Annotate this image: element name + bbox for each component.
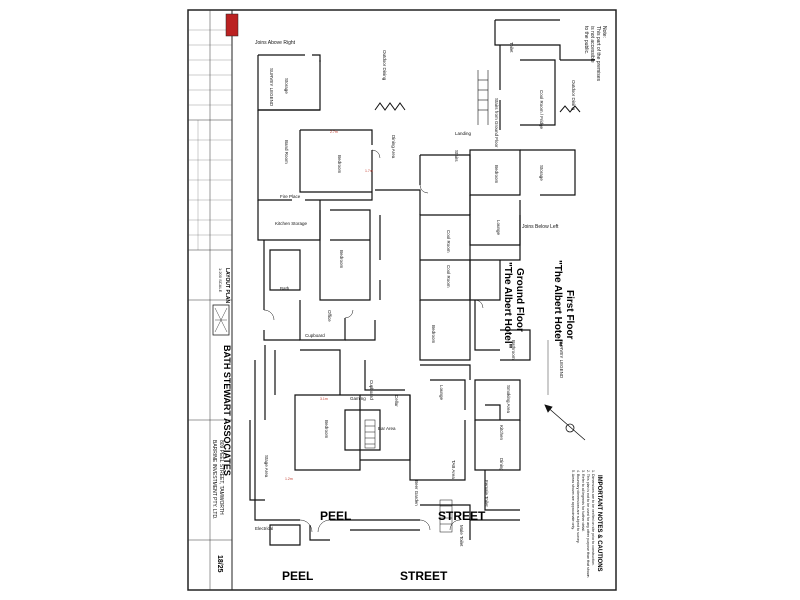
sheet-border [187, 9, 617, 591]
room-kitchen-storage: Kitchen Storage [275, 221, 308, 226]
firm-logo [212, 304, 230, 336]
firm-name: BATH STEWART ASSOCIATES [222, 345, 232, 476]
plan-walls [249, 19, 595, 546]
room-landing: Landing [455, 131, 472, 136]
ground-floor-subtitle: "The Albert Hotel" [502, 262, 513, 349]
room-toilet: Toilet [509, 42, 514, 53]
room-band-room: Band Room [284, 140, 289, 164]
room-dining: Dining [499, 458, 504, 471]
dim-sill: 1.2m [285, 477, 293, 481]
room-cellar: Cellar [394, 395, 399, 407]
ground-floor-title: Ground Floor [514, 268, 525, 332]
dimension-markers: 2.7m 1.7m 3.1m 1.2m [285, 130, 373, 481]
note-line-1: Note: [601, 26, 607, 38]
room-male-toilet: Male Toilet [459, 525, 464, 547]
room-dining-area: Dining Area [391, 135, 396, 159]
first-floor-title: First Floor [564, 290, 575, 340]
room-stage-area: Stage Area [264, 455, 269, 478]
client-name: BARRINE INVESTMENT PTY. LTD. [211, 440, 217, 519]
room-female-toilet: Female Toilet [484, 480, 489, 507]
peel-label-lower: PEEL [282, 569, 313, 583]
survey-legend-right: SURVEY LEGEND [559, 340, 564, 379]
street-labels: PEEL STREET PEEL STREET [282, 509, 486, 583]
room-gaming: Gaming [350, 396, 366, 401]
room-lounge-2: Lounge [439, 385, 444, 401]
room-office: Office [327, 310, 332, 322]
dim-ceiling: 1.7m [365, 169, 373, 173]
plan-titles: First Floor "The Albert Hotel" Ground Fl… [502, 260, 575, 349]
important-note-3: 3. Refer to all legends for further deta… [581, 470, 585, 532]
room-cool-room: Cool Room [446, 230, 451, 253]
room-fire-place: Fire Place [280, 194, 301, 199]
room-cool-room-fridge: Cool Room / Fridge [539, 90, 544, 130]
room-storage-2: Storage [539, 165, 544, 181]
room-outdoor-dining: Outdoor Dining [382, 50, 387, 81]
joins-above-right: Joins Above Right [255, 40, 296, 46]
ground-floor-walls [254, 360, 520, 521]
right-bedroom-walls [469, 149, 521, 196]
dim-room-height: 2.7m [330, 130, 338, 134]
room-labels: Storage Outdoor Dining Outdoor Dining To… [255, 42, 576, 547]
outdoor-dining-rail [374, 102, 406, 111]
dim-distance: 3.1m [320, 397, 328, 401]
room-beer-garden: Beer Garden [414, 480, 419, 506]
scale-label: 1:200 SCALE [218, 268, 223, 293]
title-block: BATH STEWART ASSOCIATES BARRINE INVESTME… [187, 9, 239, 591]
note-line-3: is not accessible [589, 26, 595, 63]
important-note-2: 2. This plan is not to be used for any o… [586, 470, 590, 578]
street-label-upper: STREET [438, 509, 486, 523]
room-lounge: Lounge [496, 220, 501, 236]
important-notes: IMPORTANT NOTES & CAUTIONS 1. Dimensions… [547, 340, 602, 578]
room-bedroom-4: Bedroom [431, 325, 436, 344]
important-notes-title: IMPORTANT NOTES & CAUTIONS [596, 475, 602, 572]
room-bedroom-1: Bedroom [337, 155, 342, 174]
north-arrow-icon [544, 404, 586, 441]
room-cool-room-2: Cool Room [446, 265, 451, 288]
room-bedroom-2: Bedroom [339, 250, 344, 269]
room-bath: Bath [280, 286, 290, 291]
peel-label-upper: PEEL [320, 509, 351, 523]
site-address: 809 PEEL STREET, TAMWORTH [218, 440, 224, 515]
room-outdoor-dining-2: Outdoor Dining [571, 80, 576, 111]
room-smoking-area: Smoking Area [506, 385, 511, 414]
room-electrical: Electrical [255, 526, 273, 531]
note-block: Note: This part of the premises is not a… [583, 26, 607, 82]
room-bedroom-3: Bedroom [494, 165, 499, 184]
street-label-lower: STREET [400, 569, 448, 583]
note-line-4: to the public. [583, 26, 589, 54]
door-swings [263, 149, 484, 533]
room-bar-area: Bar Area [378, 426, 396, 431]
top-right-walls [494, 20, 561, 60]
room-kitchen: Kitchen [499, 425, 504, 441]
survey-legend-left: SURVEY LEGEND [269, 68, 274, 107]
room-bedroom-5: Bedroom [324, 420, 329, 439]
room-stairs: Stairs [454, 150, 459, 162]
room-bathroom: Bathroom [511, 340, 516, 360]
room-stairs-from-ground: Stairs from Ground Floor [494, 98, 499, 148]
joins-below-left: Joins Below Left [522, 224, 559, 230]
important-note-5: 5. Areas shown are approximate only. [571, 470, 575, 530]
room-storage: Storage [284, 78, 289, 94]
first-floor-subtitle: "The Albert Hotel" [552, 260, 563, 347]
important-note-4: 4. Boundary dimensions are subject to su… [576, 470, 580, 543]
layout-plan-label: LAYOUT PLAN [224, 268, 230, 303]
sheet-number: 18/25 [216, 555, 223, 573]
badge-logo [225, 13, 239, 37]
note-line-2: This part of the premises [595, 26, 601, 82]
ground-stairs [364, 419, 453, 533]
room-cupboard: Cupboard [305, 333, 325, 338]
important-note-1: 1. Dimensions are to be verified on site… [591, 470, 595, 566]
room-cupboard-2: Cupboard [369, 380, 374, 400]
room-tab-area: TAB Area [451, 460, 456, 479]
